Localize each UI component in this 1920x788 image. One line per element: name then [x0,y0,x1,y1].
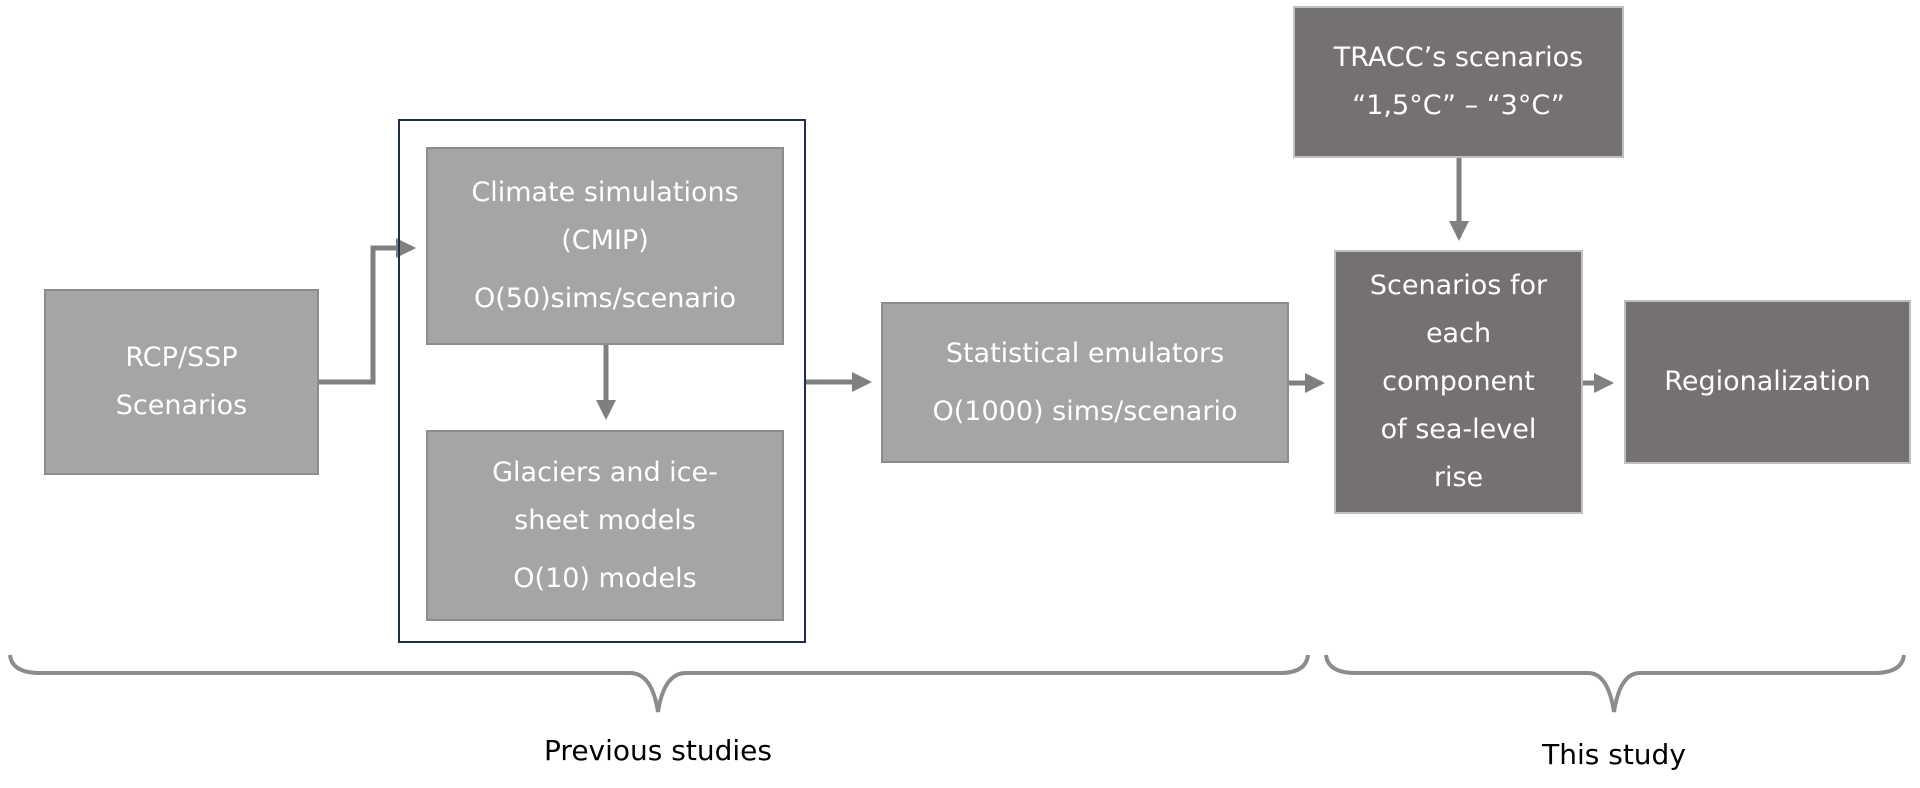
node-text: Regionalization [1664,366,1871,397]
node-text: TRACC’s scenarios [1333,42,1584,73]
node-text: each [1425,318,1492,349]
node-regionalization[interactable]: Regionalization [1624,300,1911,464]
node-text: component [1382,366,1535,397]
node-text: rise [1433,462,1484,493]
node-climate-simulations[interactable]: Climate simulations (CMIP) O(50)sims/sce… [426,147,784,345]
node-statistical-emulators[interactable]: Statistical emulators O(1000) sims/scena… [881,302,1289,463]
node-text: Glaciers and ice- [492,456,718,488]
node-text: RCP/SSP [125,342,238,373]
node-text: “1,5°C” – “3°C” [1352,90,1565,121]
node-text: Climate simulations [471,177,739,208]
node-text: Scenarios [115,390,248,421]
node-tracc-scenarios[interactable]: TRACC’s scenarios “1,5°C” – “3°C” [1293,6,1624,158]
node-sea-level-component-scenarios[interactable]: Scenarios for each component of sea-leve… [1334,250,1583,514]
node-glaciers-ice-sheet-models[interactable]: Glaciers and ice- sheet models O(10) mod… [426,430,784,621]
node-text: O(10) models [513,562,697,594]
node-text: Scenarios for [1369,270,1548,301]
node-text: Statistical emulators [945,337,1225,369]
group-label-this-study: This study [1542,738,1686,771]
node-text: O(1000) sims/scenario [932,395,1238,427]
brace-previous-studies [8,654,1310,713]
previous-models-group-frame [398,119,806,643]
node-text: (CMIP) [561,225,649,256]
node-rcp-ssp-scenarios[interactable]: RCP/SSP Scenarios [44,289,319,475]
arrow-rcp-to-climate [318,238,416,385]
group-label-previous-studies: Previous studies [544,734,772,767]
node-text: sheet models [514,504,696,536]
node-text: O(50)sims/scenario [473,283,736,314]
brace-this-study [1324,654,1906,713]
node-text: of sea-level [1380,414,1537,445]
